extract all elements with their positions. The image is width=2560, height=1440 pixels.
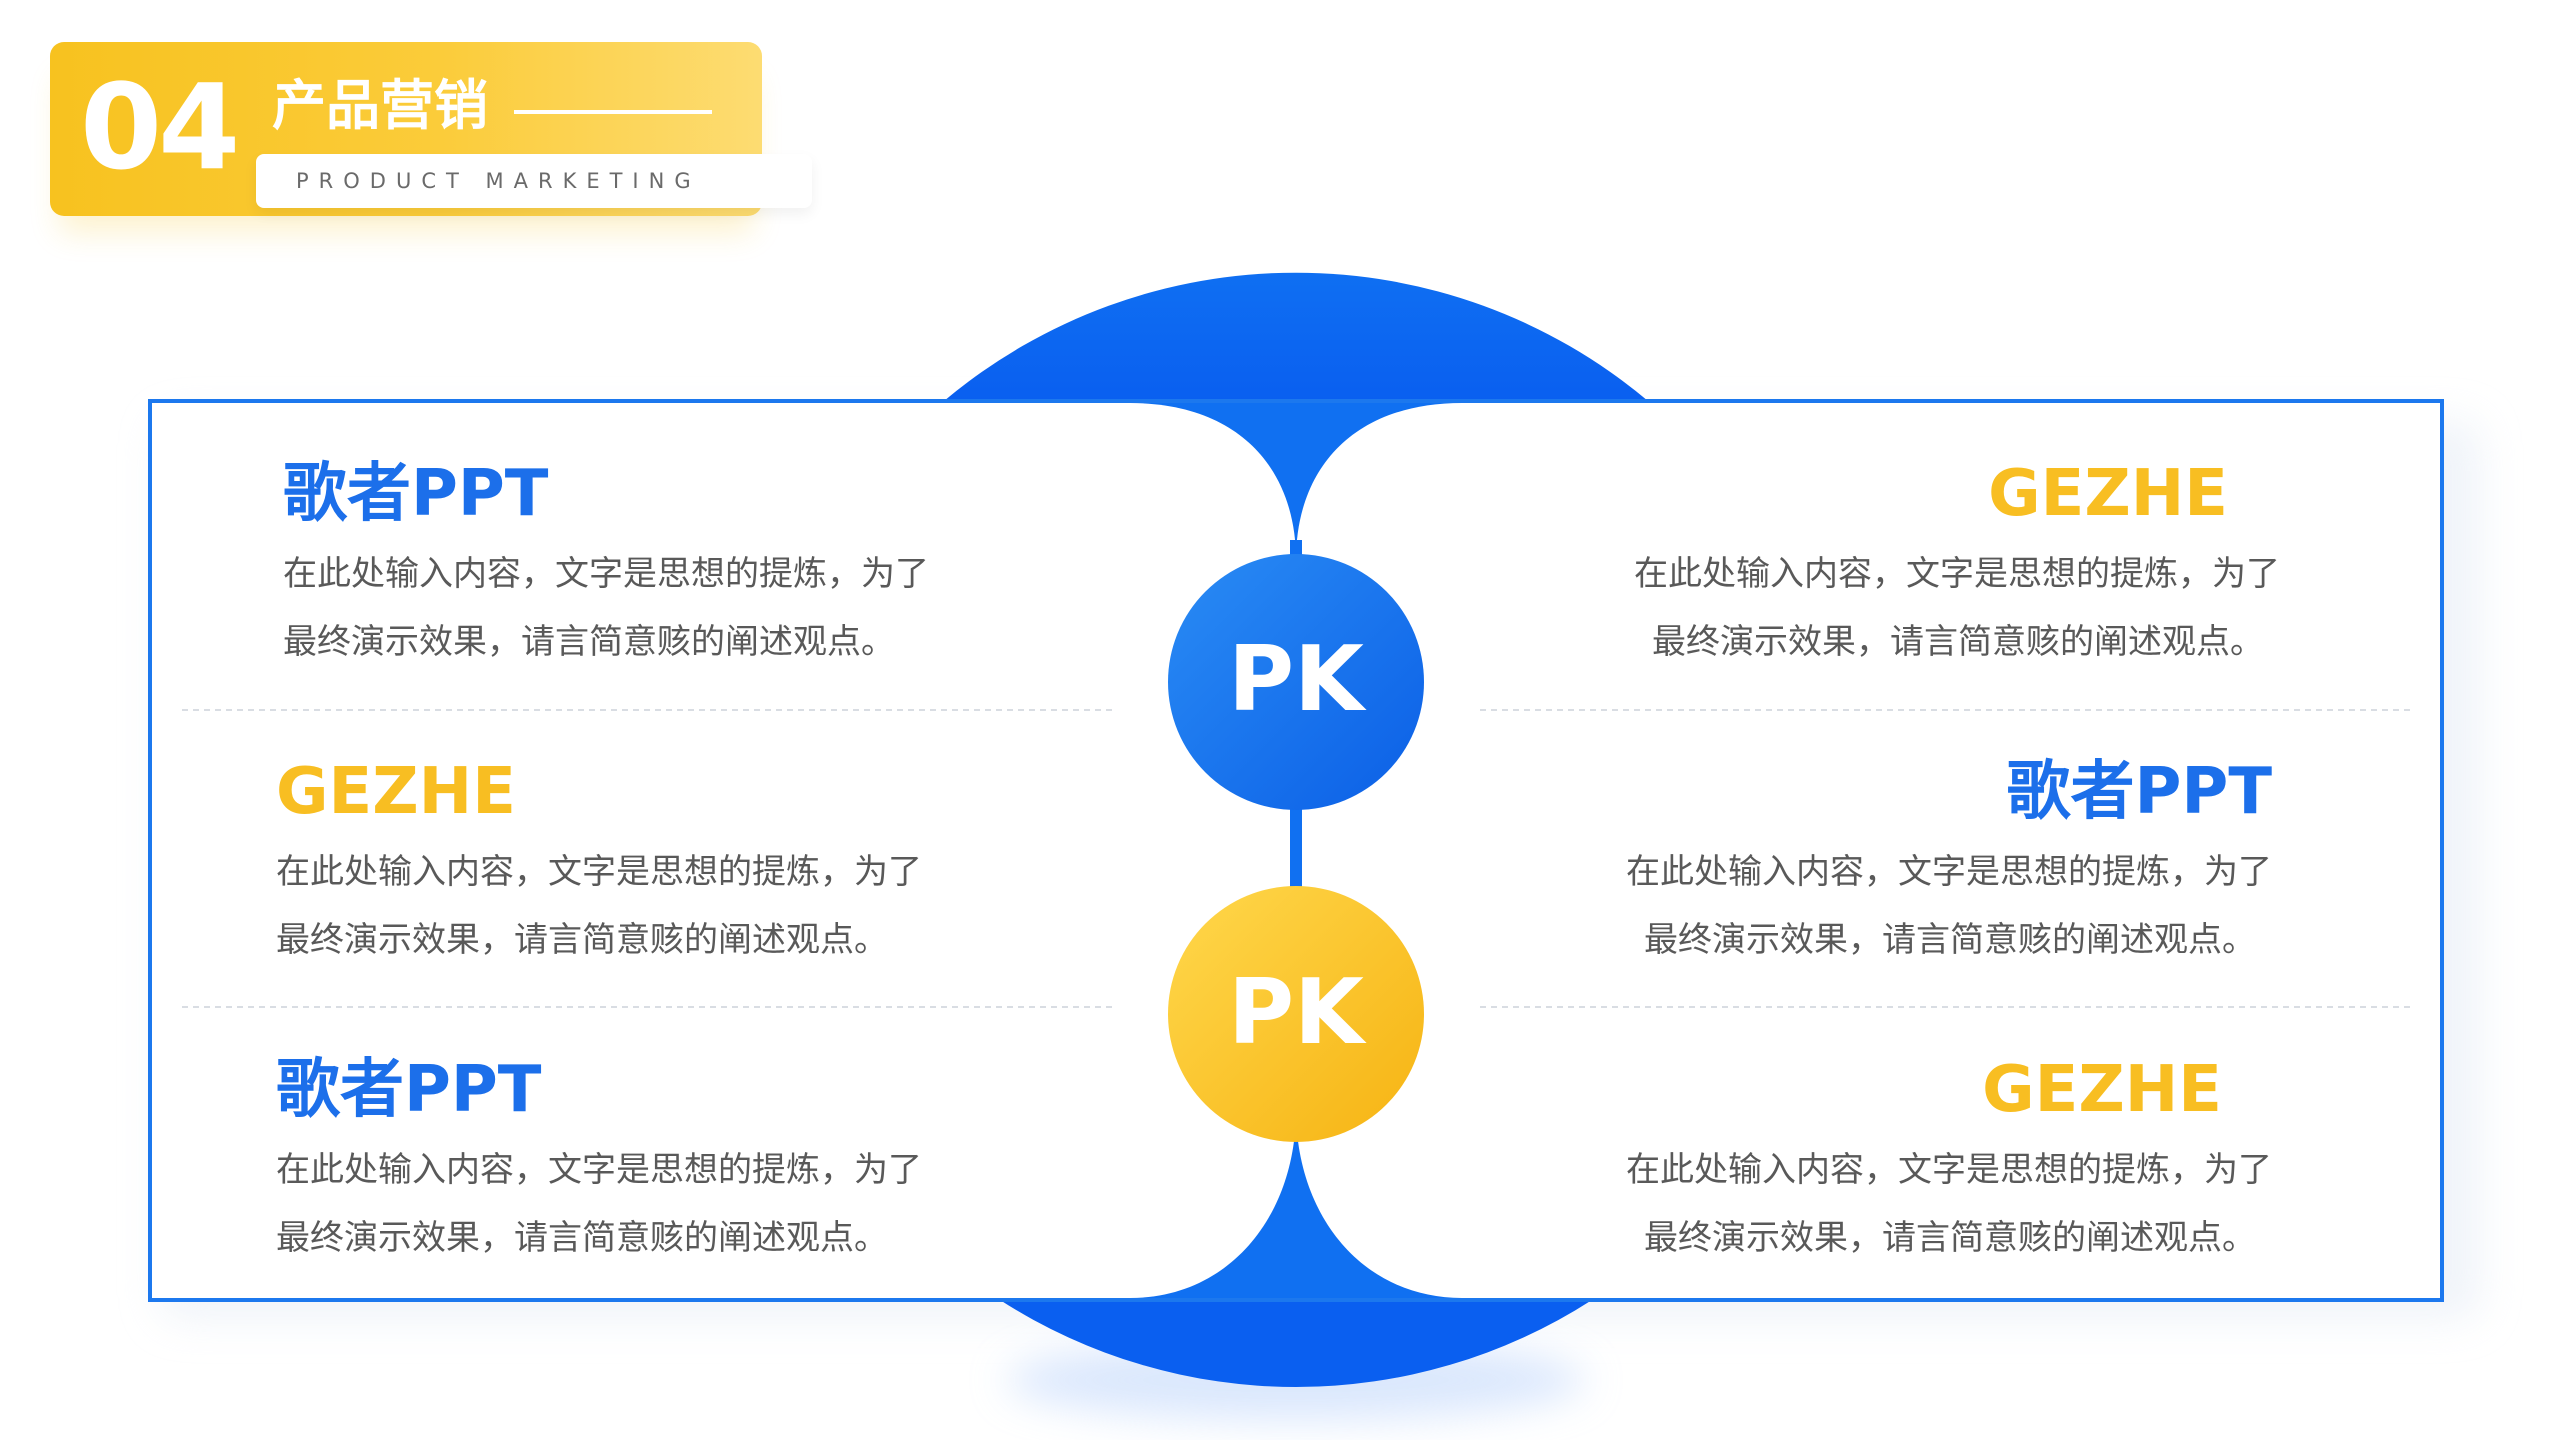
entry-line-2: 最终演示效果，请言简意赅的阐述观点。	[283, 622, 895, 662]
entry-line-1: 在此处输入内容，文字是思想的提炼，为了	[276, 1150, 922, 1190]
disc-top-arc	[944, 272, 1648, 401]
left-panel	[152, 403, 1296, 1298]
right-entry-3: GEZHE 在此处输入内容，文字是思想的提炼，为了 最终演示效果，请言简意赅的阐…	[1472, 1048, 2272, 1272]
entry-description: 在此处输入内容，文字是思想的提炼，为了 最终演示效果，请言简意赅的阐述观点。	[283, 540, 1083, 676]
entry-description: 在此处输入内容，文字是思想的提炼，为了 最终演示效果，请言简意赅的阐述观点。	[276, 1136, 1076, 1272]
disc-bottom-arc	[1000, 1300, 1592, 1388]
outer-frame-border	[148, 399, 2444, 1302]
left-entry-1: 歌者PPT 在此处输入内容，文字是思想的提炼，为了 最终演示效果，请言简意赅的阐…	[283, 452, 1083, 676]
entry-title: GEZHE	[1988, 457, 2228, 531]
entry-description: 在此处输入内容，文字是思想的提炼，为了 最终演示效果，请言简意赅的阐述观点。	[1480, 540, 2280, 676]
entry-title: 歌者PPT	[283, 457, 549, 531]
entry-title: GEZHE	[276, 755, 516, 829]
entry-title: 歌者PPT	[276, 1053, 542, 1127]
entry-line-1: 在此处输入内容，文字是思想的提炼，为了	[276, 852, 922, 892]
left-entry-2: GEZHE 在此处输入内容，文字是思想的提炼，为了 最终演示效果，请言简意赅的阐…	[276, 750, 1076, 974]
entry-title: GEZHE	[1982, 1053, 2222, 1127]
entry-line-1: 在此处输入内容，文字是思想的提炼，为了	[1626, 852, 2272, 892]
pk-circle-blue	[1168, 554, 1424, 810]
right-entry-2: 歌者PPT 在此处输入内容，文字是思想的提炼，为了 最终演示效果，请言简意赅的阐…	[1472, 750, 2272, 974]
entry-line-2: 最终演示效果，请言简意赅的阐述观点。	[1644, 1218, 2256, 1258]
right-panel	[1296, 403, 2440, 1298]
left-entry-3: 歌者PPT 在此处输入内容，文字是思想的提炼，为了 最终演示效果，请言简意赅的阐…	[276, 1048, 1076, 1272]
entry-line-2: 最终演示效果，请言简意赅的阐述观点。	[1652, 622, 2264, 662]
entry-line-2: 最终演示效果，请言简意赅的阐述观点。	[276, 920, 888, 960]
entry-line-2: 最终演示效果，请言简意赅的阐述观点。	[1644, 920, 2256, 960]
section-subtitle-box: PRODUCT MARKETING	[256, 154, 812, 208]
section-title: 产品营销	[272, 74, 488, 137]
pk-circle-yellow	[1168, 886, 1424, 1142]
right-entry-1: GEZHE 在此处输入内容，文字是思想的提炼，为了 最终演示效果，请言简意赅的阐…	[1480, 452, 2280, 676]
entry-line-1: 在此处输入内容，文字是思想的提炼，为了	[283, 554, 929, 594]
section-subtitle: PRODUCT MARKETING	[296, 169, 701, 193]
section-number: 04	[80, 58, 240, 196]
pk-label-top: PK	[1228, 627, 1364, 732]
entry-title: 歌者PPT	[2006, 755, 2272, 829]
title-underline	[514, 110, 712, 114]
entry-description: 在此处输入内容，文字是思想的提炼，为了 最终演示效果，请言简意赅的阐述观点。	[1472, 1136, 2272, 1272]
entry-description: 在此处输入内容，文字是思想的提炼，为了 最终演示效果，请言简意赅的阐述观点。	[276, 838, 1076, 974]
entry-line-1: 在此处输入内容，文字是思想的提炼，为了	[1626, 1150, 2272, 1190]
entry-line-1: 在此处输入内容，文字是思想的提炼，为了	[1634, 554, 2280, 594]
pk-label-bottom: PK	[1228, 960, 1364, 1065]
entry-description: 在此处输入内容，文字是思想的提炼，为了 最终演示效果，请言简意赅的阐述观点。	[1472, 838, 2272, 974]
entry-line-2: 最终演示效果，请言简意赅的阐述观点。	[276, 1218, 888, 1258]
